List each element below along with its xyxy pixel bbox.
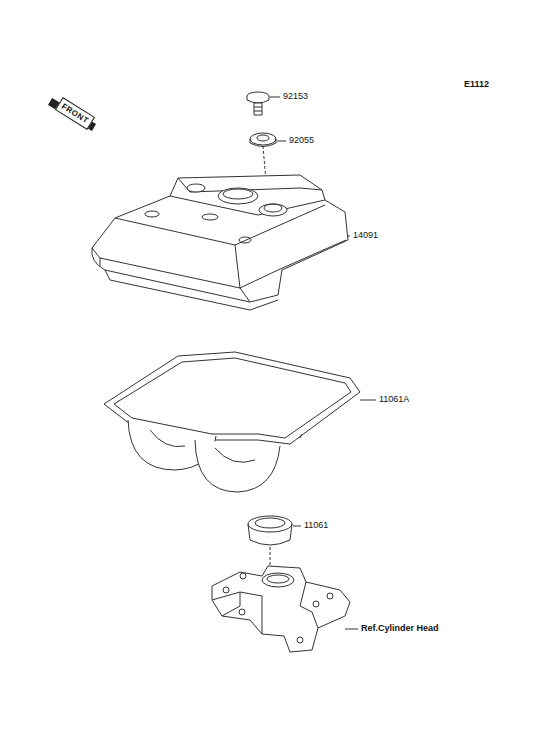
part-number: 92153 (282, 91, 309, 102)
reference-note: Ref.Cylinder Head (360, 623, 440, 634)
part-number: 11061 (303, 520, 329, 531)
part-number: 14091 (352, 230, 379, 241)
figure-number: E1112 (463, 79, 490, 90)
part-number: 92055 (288, 135, 315, 146)
front-badge: FRONT (55, 97, 95, 130)
part-number: 11061A (378, 394, 410, 405)
